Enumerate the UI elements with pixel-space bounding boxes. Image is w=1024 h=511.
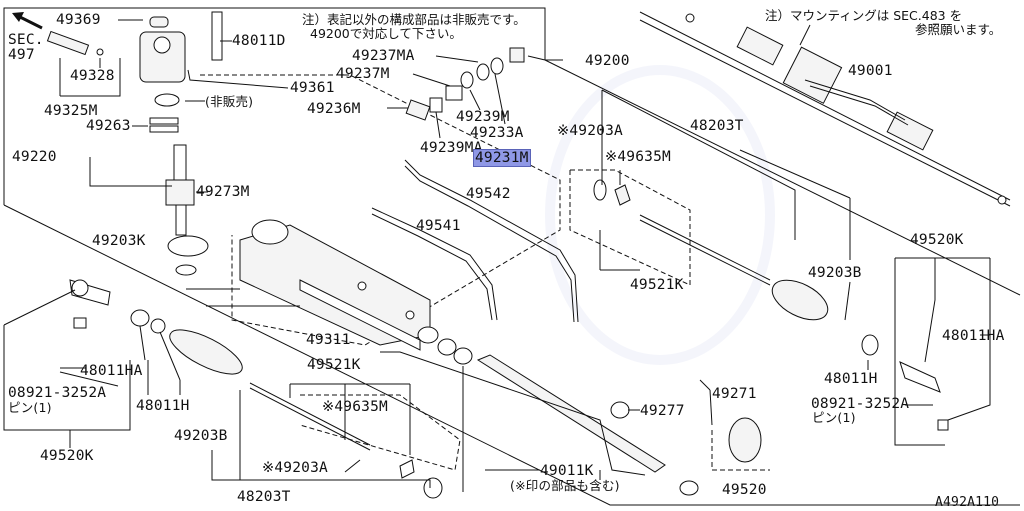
part-label-49237MA[interactable]: 49237MA [352,48,415,64]
part-label-49237M[interactable]: 49237M [336,66,390,82]
part-label-48203T-bottom[interactable]: 48203T [237,489,291,505]
frame-right-edge [544,59,1021,296]
frame-outline [3,7,546,205]
part-label-48011H-right[interactable]: 48011H [824,371,878,387]
part-label-49273M[interactable]: 49273M [196,184,250,200]
highlighted-part-number[interactable]: 49231M [473,149,531,167]
part-label-49001[interactable]: 49001 [848,63,893,79]
part-label-49220[interactable]: 49220 [12,149,57,165]
part-label-08921-left[interactable]: 08921-3252A [8,385,107,401]
part-label-49521K-right[interactable]: 49521K [630,277,684,293]
part-label-49200[interactable]: 49200 [585,53,630,69]
dashed-region-gearbox [200,74,561,346]
note-see-section: 参照願います。 [915,22,1002,37]
part-label-49011K[interactable]: 49011K [540,463,594,479]
note-mounting: 注）マウンティングは SEC.483 を [765,8,963,23]
rack-bar-drawing [417,326,699,496]
part-label-48203T-top[interactable]: 48203T [690,118,744,134]
note-not-sold: 注）表記以外の構成部品は非販売です。 [302,12,526,27]
seal-parts-drawing [405,47,525,121]
part-label-08921-right[interactable]: 08921-3252A [811,396,910,412]
dashed-region-boot [569,169,691,286]
part-label-48011HA-right[interactable]: 48011HA [942,328,1005,344]
part-label-49311[interactable]: 49311 [306,332,351,348]
part-label-49271[interactable]: 49271 [712,386,757,402]
part-note-includes-marked: (※印の部品も含む) [510,478,620,493]
part-label-49203A-bottom[interactable]: ※49203A [262,460,328,476]
boot-bottom-right-drawing [728,417,762,463]
part-label-49361[interactable]: 49361 [290,80,335,96]
part-label-49369[interactable]: 49369 [56,12,101,28]
part-label-48011D[interactable]: 48011D [232,33,286,49]
part-label-49263[interactable]: 49263 [86,118,131,134]
part-label-49236M[interactable]: 49236M [307,101,361,117]
pinion-valve-drawing [46,11,223,276]
part-label-49542[interactable]: 49542 [466,186,511,202]
part-label-49231M[interactable]: 49231M [473,149,531,167]
tie-rod-right-drawing [593,179,949,431]
part-label-49635M-bottom[interactable]: ※49635M [322,399,388,415]
part-label-49520[interactable]: 49520 [722,482,767,498]
part-label-49325M[interactable]: 49325M [44,103,98,119]
part-label-49233A[interactable]: 49233A [470,125,524,141]
part-label-49239MA[interactable]: 49239MA [420,140,483,156]
part-label-49520K-right[interactable]: 49520K [910,232,964,248]
part-label-49541[interactable]: 49541 [416,218,461,234]
dashed-region-boot-bottom [299,394,461,471]
sec-ref-label: SEC. [8,32,44,48]
part-label-49203K[interactable]: 49203K [92,233,146,249]
part-label-49328[interactable]: 49328 [70,68,115,84]
part-note-pin-right: ピン(1) [812,410,856,425]
watermark-seal [545,65,775,365]
part-note-not-for-sale: (非販売) [205,94,254,109]
sec-ref-number: 497 [8,47,35,63]
pipe-drawings [371,159,579,323]
part-label-49203B-left[interactable]: 49203B [174,428,228,444]
note-use-49200: 49200で対応して下さい。 [310,26,462,41]
part-label-49277[interactable]: 49277 [640,403,685,419]
tie-rod-left-drawing [69,279,443,499]
part-label-49239M[interactable]: 49239M [456,109,510,125]
steering-gear-assembly-drawing [639,11,1011,207]
part-label-49521K-bottom[interactable]: 49521K [307,357,361,373]
rack-housing-drawing [239,219,431,351]
part-note-pin-left: ピン(1) [8,400,52,415]
frame-bottom-edge [3,204,1020,506]
part-label-48011H-left[interactable]: 48011H [136,398,190,414]
part-label-49203A-top[interactable]: ※49203A [557,123,623,139]
diagram-code: A492A110 [935,495,1000,510]
part-label-49203B-right[interactable]: 49203B [808,265,862,281]
part-label-49635M-top[interactable]: ※49635M [605,149,671,165]
part-label-49520K-left[interactable]: 49520K [40,448,94,464]
part-label-48011HA-left[interactable]: 48011HA [80,363,143,379]
arrow-up-left-icon [12,12,43,30]
